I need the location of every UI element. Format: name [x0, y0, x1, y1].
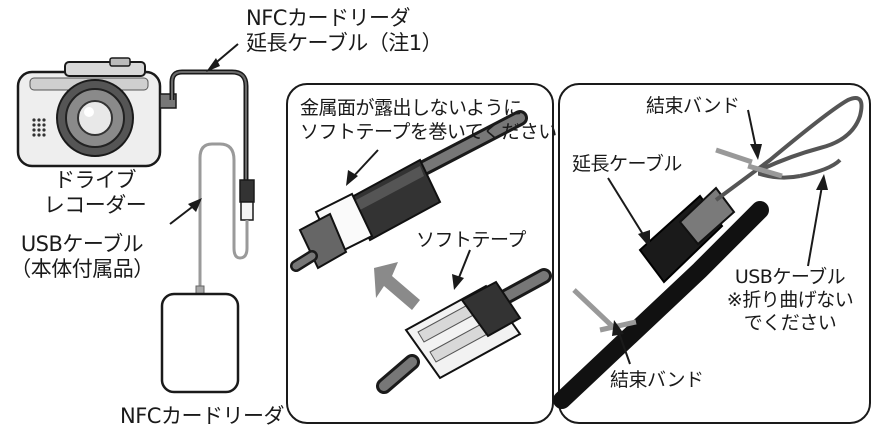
drive-recorder-line-1: ドライブ: [54, 168, 137, 192]
drive-recorder-line-2: レコーダー: [43, 193, 147, 217]
process-arrow: [374, 262, 420, 310]
nfc-reader-label: NFCカードリーダ: [120, 404, 284, 429]
tape-illustration-after: [376, 268, 552, 394]
drive-recorder-device: [16, 57, 177, 168]
usb-note-line-1: USBケーブル: [734, 266, 846, 288]
tape-instruction-line-1: 金属面が露出しないように: [300, 97, 522, 119]
cable-tie-bottom-label: 結束バンド: [610, 368, 704, 393]
nfc-extension-line-2: 延長ケーブル（注1）: [246, 31, 443, 55]
usb-cable-line-2: （本体付属品）: [10, 257, 154, 281]
soft-tape-label: ソフトテープ: [416, 228, 526, 253]
usb-note-line-3: でください: [743, 312, 837, 334]
extension-cable-text: 延長ケーブル: [572, 153, 682, 175]
extension-cable-label: 延長ケーブル: [572, 152, 682, 177]
tape-illustration-before: [290, 110, 528, 272]
cable-tie-top-text: 結束バンド: [646, 95, 740, 117]
nfc-extension-line-1: NFCカードリーダ: [246, 6, 410, 30]
usb-note-line-2: ※折り曲げない: [726, 289, 854, 311]
tape-instruction-line-2: ソフトテープを巻いてください: [300, 121, 557, 143]
cable-tie-bottom-text: 結束バンド: [610, 369, 704, 391]
drive-recorder-label: ドライブ レコーダー: [20, 168, 170, 218]
nfc-extension-cable-label: NFCカードリーダ 延長ケーブル（注1）: [246, 6, 443, 56]
tape-instruction-label: 金属面が露出しないように ソフトテープを巻いてください: [300, 96, 557, 144]
nfc-reader-device: [160, 292, 240, 394]
cable-tie-top-label: 結束バンド: [646, 94, 740, 119]
usb-cable-included-label: USBケーブル （本体付属品）: [2, 232, 162, 282]
usb-cable-line-1: USBケーブル: [20, 232, 144, 256]
usb-note-label: USBケーブル ※折り曲げない でください: [720, 266, 860, 335]
bind-illustration: [553, 96, 864, 409]
nfc-reader-line: NFCカードリーダ: [120, 404, 284, 428]
soft-tape-text: ソフトテープ: [416, 229, 526, 251]
usb-cable: [198, 142, 249, 290]
